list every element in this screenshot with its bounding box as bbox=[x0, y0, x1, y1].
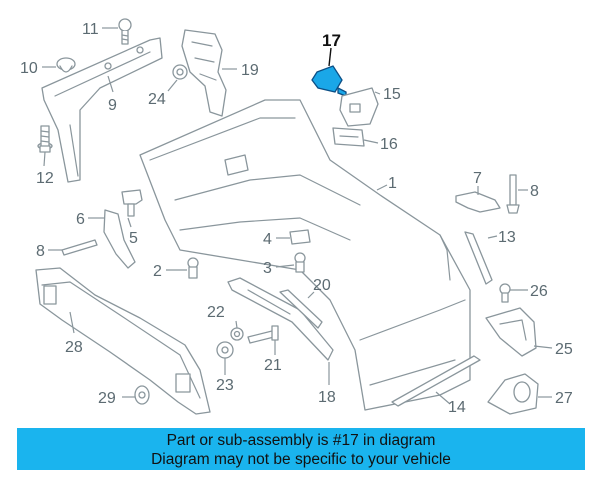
callout-8-right: 8 bbox=[530, 183, 539, 200]
callout-11: 11 bbox=[82, 21, 99, 38]
callout-17: 17 bbox=[322, 31, 341, 50]
part-17-highlighted bbox=[311, 47, 347, 97]
callout-24: 24 bbox=[148, 91, 166, 108]
callout-9: 9 bbox=[108, 97, 117, 114]
callout-16: 16 bbox=[380, 136, 398, 153]
callout-25: 25 bbox=[555, 341, 573, 358]
part-19-side-bracket bbox=[181, 29, 227, 117]
callout-8-left: 8 bbox=[36, 243, 45, 260]
leader-lines bbox=[42, 27, 553, 405]
part-3-screw bbox=[294, 252, 306, 273]
callout-14: 14 bbox=[448, 399, 466, 416]
banner-line-2: Diagram may not be specific to your vehi… bbox=[151, 451, 451, 468]
callout-19: 19 bbox=[241, 62, 259, 79]
part-8-pin-right bbox=[506, 174, 520, 214]
callout-22: 22 bbox=[207, 304, 225, 321]
callout-3: 3 bbox=[263, 260, 272, 277]
part-21-bolt bbox=[247, 325, 279, 344]
info-banner: Part or sub-assembly is #17 in diagram D… bbox=[17, 428, 585, 470]
part-1-bumper-cover bbox=[139, 99, 471, 411]
callout-28: 28 bbox=[65, 339, 83, 356]
callout-26: 26 bbox=[530, 283, 548, 300]
part-27-housing bbox=[487, 373, 539, 415]
part-23-nut bbox=[216, 341, 234, 359]
callout-20: 20 bbox=[313, 277, 331, 294]
callout-2: 2 bbox=[153, 263, 162, 280]
part-18-strip bbox=[227, 277, 334, 361]
callout-6: 6 bbox=[76, 211, 85, 228]
part-10-clip bbox=[56, 57, 76, 73]
part-9-bracket bbox=[41, 37, 163, 183]
callout-10: 10 bbox=[20, 60, 38, 77]
callout-29: 29 bbox=[98, 390, 116, 407]
part-25-bracket bbox=[485, 307, 537, 357]
callout-labels: 17 11 10 9 12 19 24 15 16 1 7 8 6 5 8 4 … bbox=[20, 21, 573, 416]
part-4-clip bbox=[289, 229, 311, 245]
callout-21: 21 bbox=[264, 357, 282, 374]
part-29-clip bbox=[134, 385, 150, 405]
parts-diagram: 17 11 10 9 12 19 24 15 16 1 7 8 6 5 8 4 … bbox=[20, 18, 573, 416]
callout-5: 5 bbox=[129, 230, 138, 247]
callout-1: 1 bbox=[388, 175, 397, 192]
part-24-nut bbox=[172, 64, 188, 80]
callout-15: 15 bbox=[383, 86, 401, 103]
part-20-strip bbox=[279, 289, 323, 329]
part-26-screw bbox=[499, 283, 511, 303]
banner-line-1: Part or sub-assembly is #17 in diagram bbox=[166, 432, 436, 449]
callout-4: 4 bbox=[263, 231, 272, 248]
part-16-sensor-holder bbox=[332, 127, 365, 147]
callout-23: 23 bbox=[216, 377, 234, 394]
callout-27: 27 bbox=[555, 390, 573, 407]
callout-12: 12 bbox=[36, 170, 54, 187]
part-8-pin-left bbox=[61, 239, 98, 256]
part-5-clip bbox=[121, 189, 143, 217]
part-12-bolt bbox=[37, 125, 53, 153]
callout-7: 7 bbox=[473, 170, 482, 187]
callout-13: 13 bbox=[498, 229, 516, 246]
part-14-strip bbox=[391, 355, 481, 407]
part-6-bracket bbox=[103, 209, 136, 269]
part-22-washer bbox=[230, 327, 244, 341]
callout-18: 18 bbox=[318, 389, 336, 406]
part-11-screw bbox=[118, 18, 132, 45]
part-2-screw bbox=[187, 257, 199, 279]
part-15-bracket bbox=[339, 87, 379, 127]
part-28-reinforcement bbox=[35, 267, 211, 415]
part-13-strip bbox=[464, 231, 493, 285]
